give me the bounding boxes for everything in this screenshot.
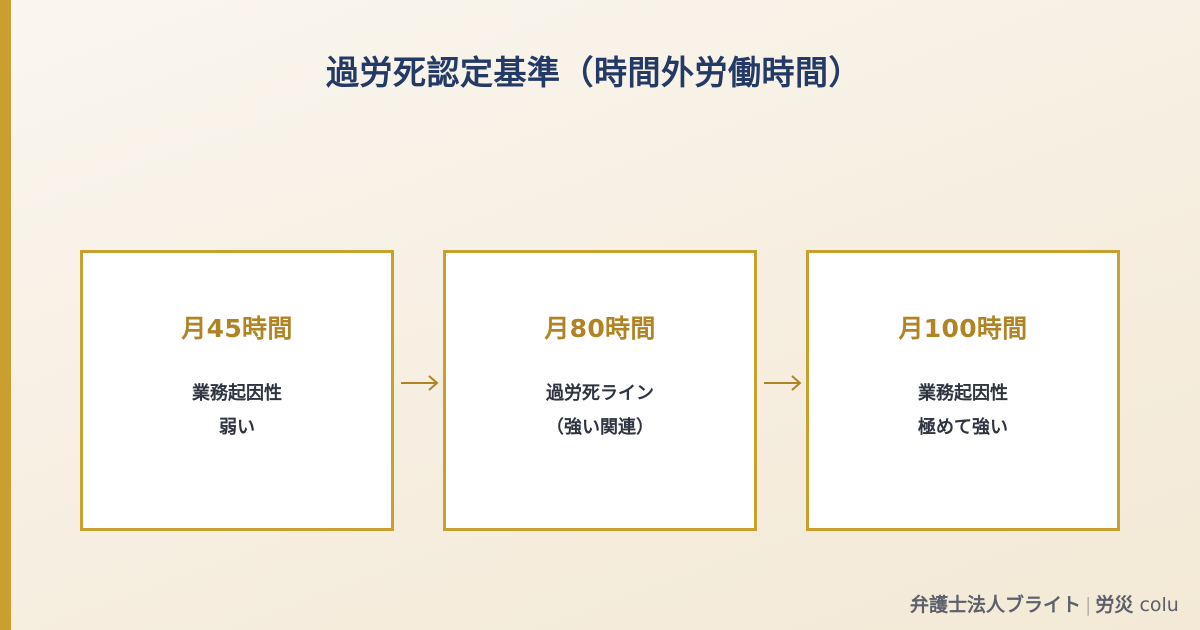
right-arrow-icon	[401, 375, 439, 391]
box-description-line: 弱い	[219, 417, 255, 438]
criteria-box-100h: 月100時間 業務起因性 極めて強い	[806, 250, 1120, 531]
left-accent-bar	[0, 0, 11, 630]
box-description-line: 過労死ライン	[546, 383, 654, 404]
box-description-line: 業務起因性	[918, 383, 1008, 404]
box-heading: 月100時間	[898, 314, 1028, 343]
box-description: 過労死ライン （強い関連）	[446, 377, 754, 445]
criteria-box-80h: 月80時間 過労死ライン （強い関連）	[443, 250, 757, 531]
page-title-text: 過労死認定基準（時間外労働時間）	[326, 53, 862, 92]
page-title: 過労死認定基準（時間外労働時間）	[0, 46, 1200, 94]
criteria-box-45h: 月45時間 業務起因性 弱い	[80, 250, 394, 531]
right-arrow-icon	[764, 375, 802, 391]
box-description: 業務起因性 極めて強い	[809, 377, 1117, 445]
footer-separator: |	[1085, 594, 1092, 616]
footer-category: 労災	[1095, 594, 1134, 616]
criteria-flow: 月45時間 業務起因性 弱い 月80時間 過労死ライン （強い関連） 月100時…	[80, 250, 1120, 531]
box-description-line: 業務起因性	[192, 383, 282, 404]
box-description-line: 極めて強い	[918, 417, 1008, 438]
box-heading: 月45時間	[181, 314, 293, 343]
box-heading: 月80時間	[544, 314, 656, 343]
footer-suffix: colu	[1139, 594, 1179, 616]
box-description-line: （強い関連）	[546, 417, 654, 438]
footer-brand: 弁護士法人ブライト	[910, 594, 1082, 616]
box-description: 業務起因性 弱い	[83, 377, 391, 445]
